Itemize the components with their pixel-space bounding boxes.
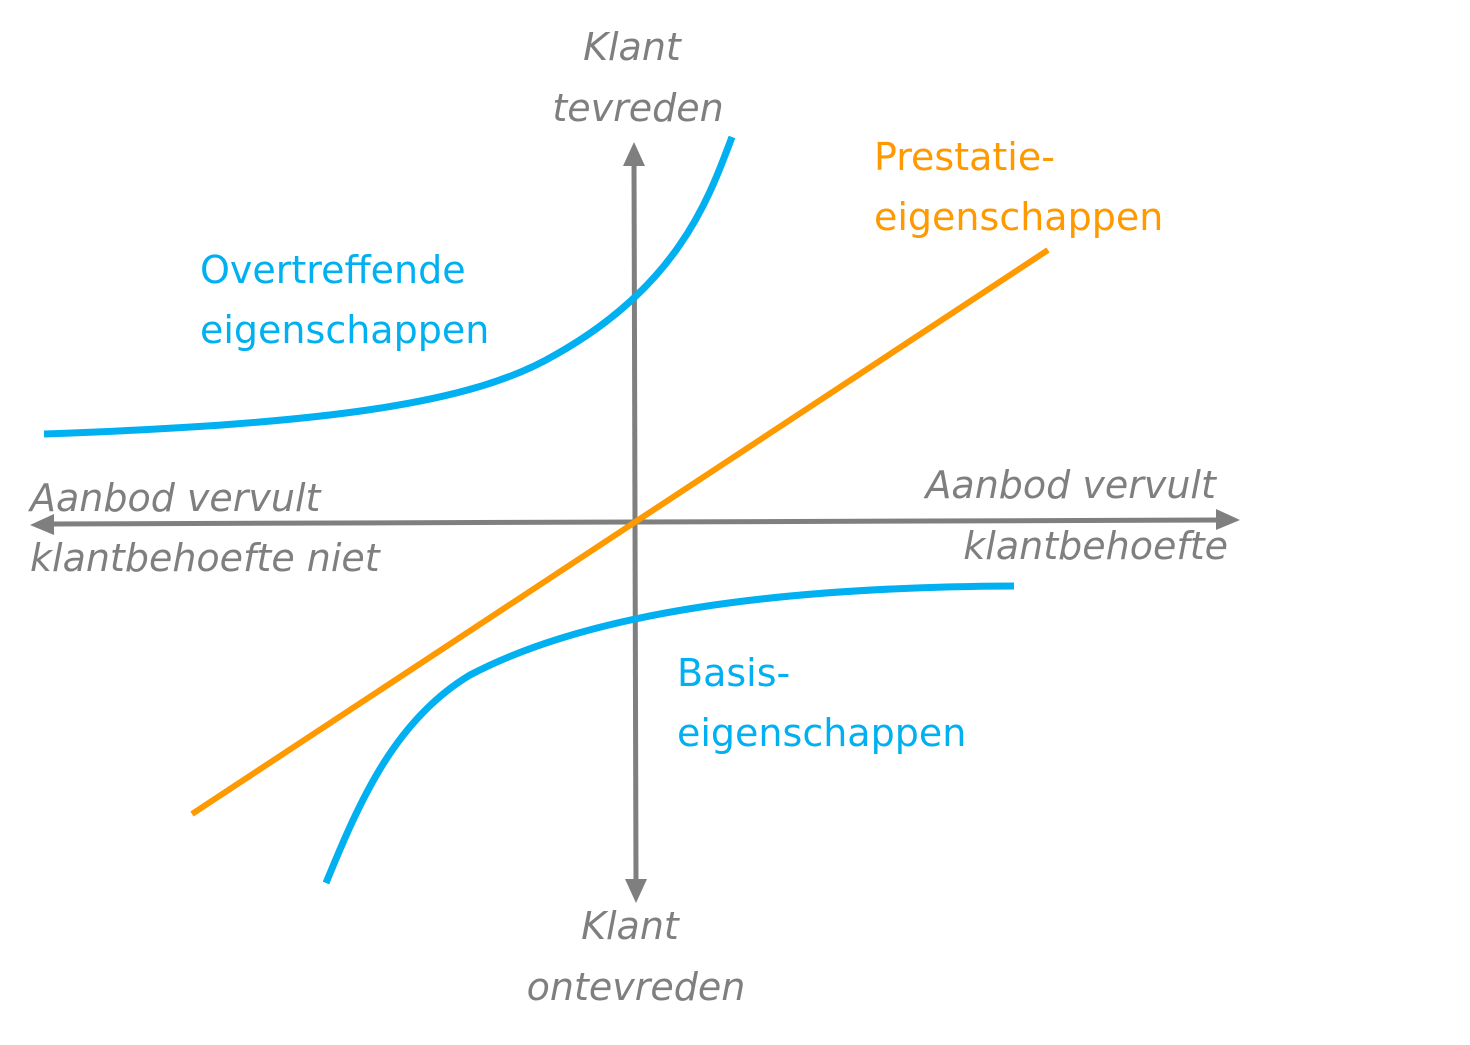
left-arrow-icon (30, 514, 54, 535)
down-arrow-icon (625, 879, 647, 903)
axis-label-bottom-line1: Klant (581, 904, 681, 948)
excitement-label-line2: eigenschappen (200, 308, 489, 352)
performance-label: Prestatie- eigenschappen (874, 135, 1163, 239)
axis-label-right: Aanbod vervult klantbehoefte (922, 463, 1228, 568)
axis-label-bottom: Klant ontevreden (527, 904, 746, 1009)
axis-label-left-line1: Aanbod vervult (27, 476, 323, 520)
basic-label-line1: Basis- (677, 651, 790, 695)
basic-curve (322, 582, 1015, 885)
excitement-label-line1: Overtreffende (200, 248, 466, 292)
up-arrow-icon (623, 142, 645, 166)
axis-label-top-line1: Klant (583, 25, 683, 69)
axis-label-right-line1: Aanbod vervult (922, 463, 1218, 507)
excitement-label: Overtreffende eigenschappen (200, 248, 489, 352)
excitement-curve (43, 135, 736, 438)
basic-label-line2: eigenschappen (677, 711, 966, 755)
axis-label-top: Klant tevreden (552, 25, 723, 130)
right-arrow-icon (1216, 509, 1240, 530)
axis-label-top-line2: tevreden (552, 86, 723, 130)
axis-label-right-line2: klantbehoefte (963, 524, 1228, 568)
basic-label: Basis- eigenschappen (677, 651, 966, 755)
axis-label-bottom-line2: ontevreden (527, 965, 746, 1009)
axis-label-left-line2: klantbehoefte niet (30, 536, 382, 580)
performance-label-line1: Prestatie- (874, 135, 1055, 179)
axis-label-left: Aanbod vervult klantbehoefte niet (27, 476, 382, 580)
performance-curve (190, 247, 1050, 817)
performance-label-line2: eigenschappen (874, 195, 1163, 239)
